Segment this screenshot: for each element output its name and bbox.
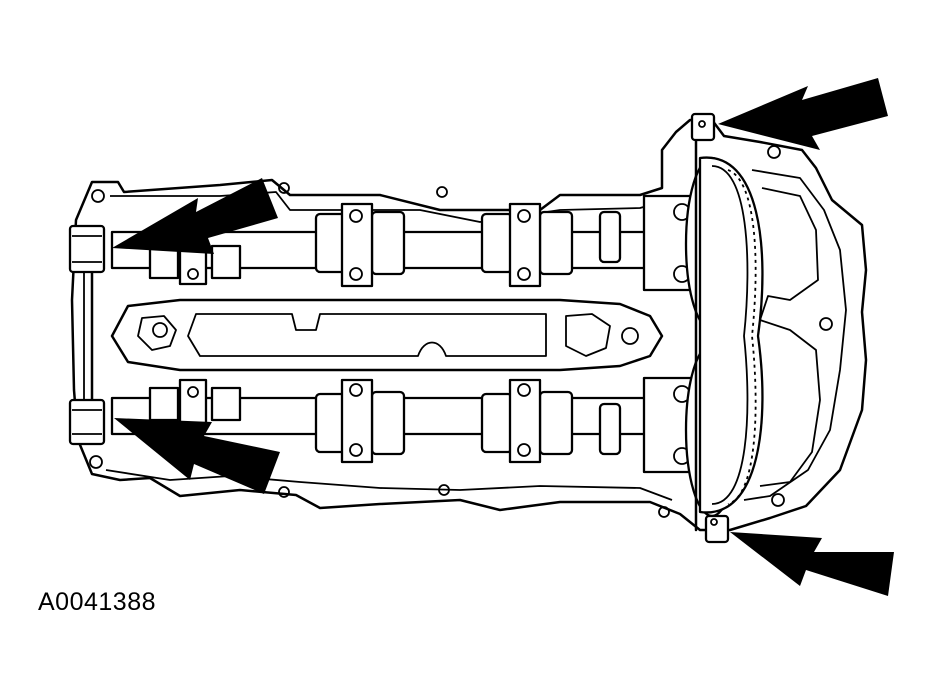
callout-arrow-front-upper: [718, 78, 888, 150]
rear-upper-head-seal: [68, 224, 106, 274]
rear-lower-head-seal: [68, 398, 106, 446]
figure-identifier: A0041388: [38, 588, 157, 616]
callout-arrow-rear-lower: [114, 418, 280, 494]
timing-sprocket-assembly: [684, 156, 764, 518]
front-upper-timing-cover-seal: [690, 112, 716, 142]
gasket-bolt-holes: [89, 145, 833, 518]
callout-arrow-front-lower: [730, 532, 894, 596]
center-gallery: [110, 298, 664, 372]
sealer-strips: [83, 130, 698, 532]
callout-arrow-rear-upper: [112, 178, 278, 254]
front-lower-timing-cover-seal: [704, 514, 730, 544]
